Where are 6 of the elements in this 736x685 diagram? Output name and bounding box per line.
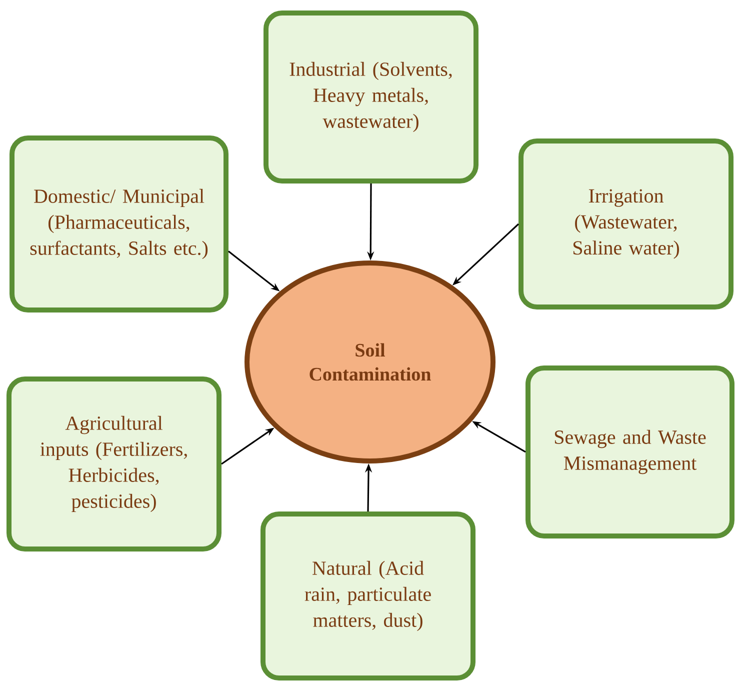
source-box: Domestic/ Municipal (Pharmaceuticals, surfactants, Salts etc.)	[10, 136, 228, 312]
source-box: Industrial (Solvents, Heavy metals, wastewater)	[264, 10, 478, 184]
source-box: Irrigation (Wastewater, Saline water)	[518, 138, 734, 310]
source-box: Sewage and Waste Mismanagement	[526, 366, 734, 538]
source-box: Agricultural inputs (Fertilizers, Herbicides, pesticides)	[6, 376, 222, 552]
source-box: Natural (Acid rain, particulate matters, dust)	[260, 511, 476, 680]
